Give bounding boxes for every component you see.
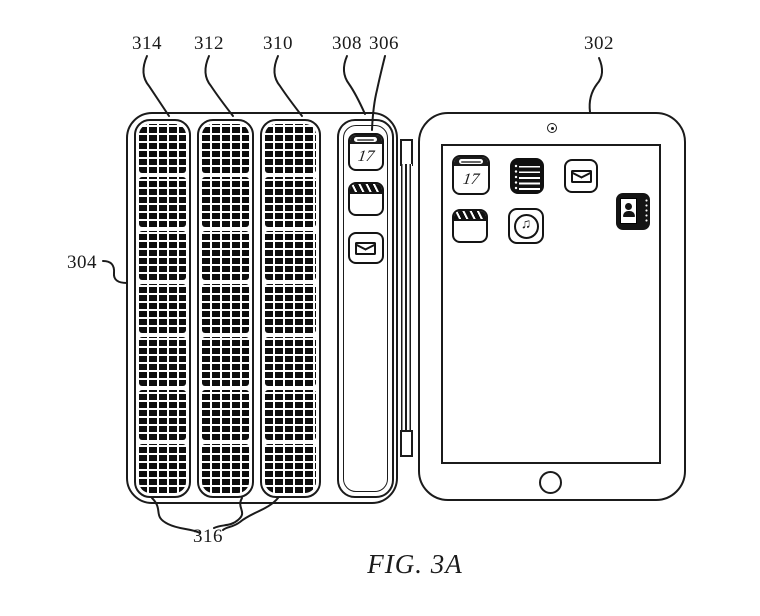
solar-cell-block: [265, 283, 316, 334]
mail-icon: [564, 159, 598, 193]
list-icon-lines: [519, 162, 540, 190]
music-icon: ♫: [508, 208, 544, 244]
leader-line-302: [588, 57, 603, 113]
solar-cell-block: [139, 124, 186, 174]
clapperboard-body: [350, 194, 382, 214]
tablet-screen: 17 ♫: [441, 144, 661, 464]
ref-label-310: 310: [263, 33, 293, 54]
calendar-icon: 17: [347, 133, 384, 171]
leader-line-312: [204, 55, 234, 117]
calendar-header-scribble: [461, 160, 481, 163]
person-shoulders: [622, 211, 635, 217]
solar-cell-block: [139, 443, 186, 493]
calendar-day-number: 17: [461, 170, 481, 188]
solar-panel-strip-middle: [197, 119, 254, 498]
solar-cell-block: [202, 177, 249, 227]
ref-label-306: 306: [369, 33, 399, 54]
ref-label-314: 314: [132, 33, 162, 54]
solar-panel-strip-right: [260, 119, 321, 498]
solar-cell-block: [139, 337, 186, 387]
solar-cell-block: [139, 390, 186, 440]
clapperboard-stripes: [454, 211, 486, 221]
ref-label-302: 302: [584, 33, 614, 54]
camera-inner-dot: [550, 126, 554, 130]
solar-cell-block: [202, 337, 249, 387]
leader-line-304: [102, 260, 128, 284]
person-head: [625, 203, 632, 210]
hinge-rod: [401, 164, 412, 432]
movies-icon: [347, 182, 384, 216]
ref-label-304: 304: [67, 252, 97, 273]
calendar-header: [349, 135, 382, 144]
figure-caption: FIG. 3A: [367, 549, 463, 579]
solar-cell-block: [202, 390, 249, 440]
contacts-page: [620, 198, 637, 224]
solar-cell-block: [139, 177, 186, 227]
solar-cell-block: [202, 230, 249, 280]
music-note-glyph: ♫: [513, 213, 539, 239]
envelope-glyph: [570, 169, 592, 183]
leader-line-308: [343, 55, 366, 115]
leader-line-310: [273, 55, 303, 117]
cover-icon-strip-inner: 17: [343, 125, 388, 492]
solar-cell-block: [202, 283, 249, 334]
solar-cell-block: [139, 283, 186, 334]
calendar-day-number: 17: [356, 147, 375, 165]
clapperboard-body: [454, 221, 486, 241]
solar-cell-block: [265, 177, 316, 227]
solar-cell-block: [202, 124, 249, 174]
solar-cell-block: [139, 230, 186, 280]
clapperboard-stripes: [349, 184, 382, 194]
solar-cell-block: [265, 390, 316, 440]
calendar-header: [454, 157, 488, 166]
hinge-clip-top: [400, 139, 413, 166]
contacts-binding-dots: [645, 199, 648, 224]
home-button: [539, 471, 562, 494]
list-icon-bullets: [514, 164, 518, 190]
calendar-header-scribble: [356, 138, 375, 141]
envelope-glyph: [355, 241, 376, 255]
ref-label-316: 316: [193, 526, 223, 547]
calendar-header-pill: [458, 159, 484, 164]
cover-icon-strip-outer: 17: [337, 119, 394, 498]
calendar-header-pill: [353, 137, 378, 142]
solar-cell-block: [265, 124, 316, 174]
solar-cell-block: [265, 230, 316, 280]
front-camera-dot: [547, 123, 557, 133]
movies-icon: [452, 209, 488, 243]
leader-line-314: [142, 55, 170, 117]
solar-cell-block: [265, 337, 316, 387]
solar-cell-block: [202, 443, 249, 493]
ref-label-308: 308: [332, 33, 362, 54]
hinge-clip-bottom: [400, 430, 413, 457]
mail-icon: [347, 232, 384, 264]
tablet: 17 ♫: [418, 112, 686, 501]
calendar-icon: 17: [452, 155, 490, 195]
solar-panel-strip-left: [134, 119, 191, 498]
solar-cell-block: [265, 443, 316, 493]
ref-label-312: 312: [194, 33, 224, 54]
list-icon: [510, 158, 544, 194]
smart-cover: 17: [126, 112, 398, 504]
contacts-icon: [616, 193, 650, 230]
